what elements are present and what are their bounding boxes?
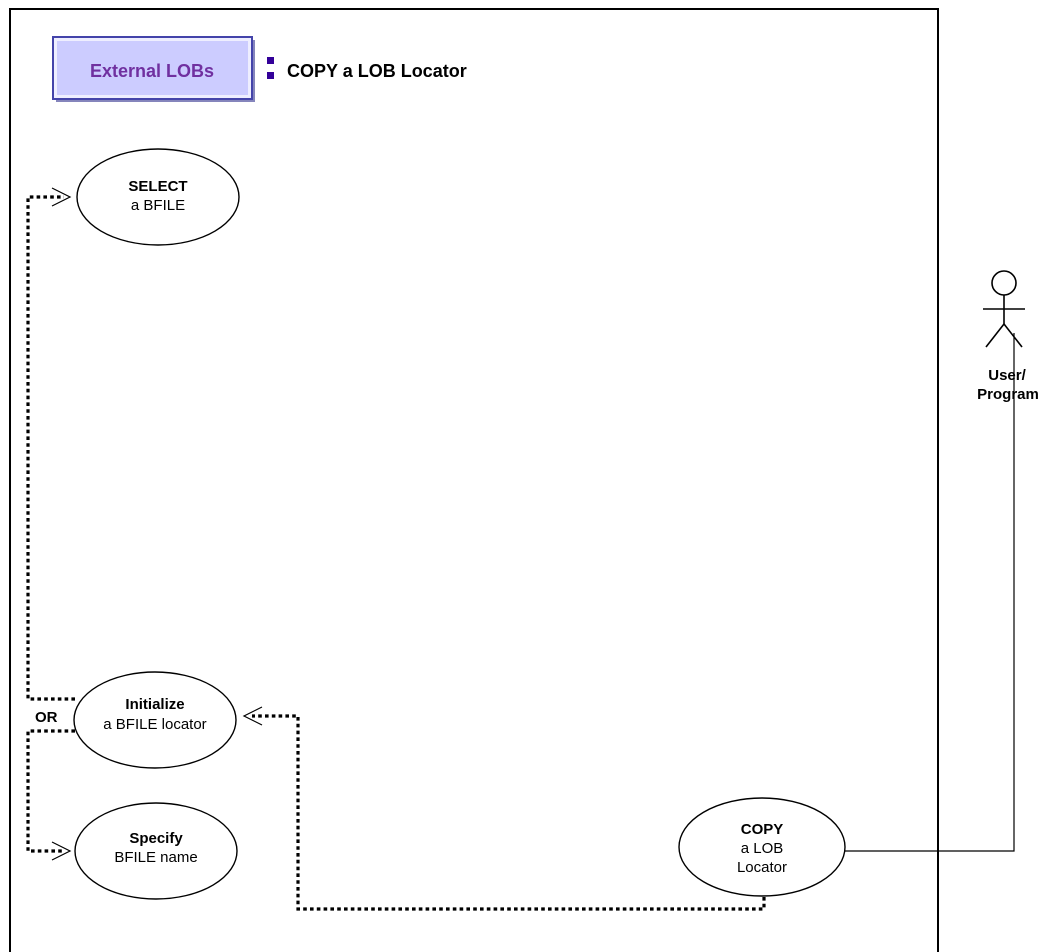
copy-subtitle-line1: a LOB [741,840,784,857]
initialize-title: Initialize [125,696,184,713]
use-case-initialize: Initialize a BFILE locator [73,671,237,769]
select-subtitle: a BFILE [131,197,185,214]
specify-subtitle: BFILE name [114,849,197,866]
use-case-select: SELECT a BFILE [76,148,240,246]
actor-label-line2: Program [977,386,1039,403]
badge-label: External LOBs [90,61,214,81]
page-title: COPY a LOB Locator [287,61,467,81]
actor-association-line [845,333,1015,852]
use-case-copy: COPY a LOB Locator [678,797,846,897]
use-case-specify: Specify BFILE name [74,802,238,900]
connector-initialize-to-select [26,187,75,701]
specify-title: Specify [129,830,183,847]
connector-initialize-to-specify [26,729,75,861]
stick-figure-icon [983,270,1025,348]
select-title: SELECT [128,178,187,195]
or-label: OR [35,709,58,726]
copy-title: COPY [741,821,784,838]
copy-subtitle-line2: Locator [737,859,787,876]
external-lobs-badge: External LOBs [52,36,255,102]
actor-label-line1: User/ [988,367,1026,384]
connector-copy-to-initialize [242,706,766,911]
title-separator [267,57,274,79]
initialize-subtitle: a BFILE locator [103,716,206,733]
